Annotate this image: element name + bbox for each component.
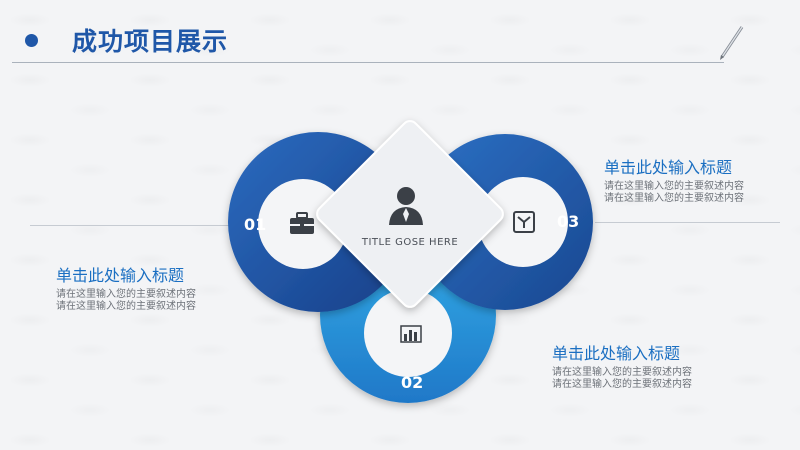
person-icon — [389, 187, 423, 225]
text-block-03: 单击此处输入标题 请在这里输入您的主要叙述内容 请在这里输入您的主要叙述内容 — [604, 154, 744, 205]
guide-line-left — [30, 225, 245, 226]
center-title: TITLE GOSE HERE — [361, 237, 459, 248]
title-divider — [12, 62, 724, 63]
block-title: 单击此处输入标题 — [604, 158, 733, 177]
text-block-02: 单击此处输入标题 请在这里输入您的主要叙述内容 请在这里输入您的主要叙述内容 — [552, 340, 692, 391]
text-block-01: 单击此处输入标题 请在这里输入您的主要叙述内容 请在这里输入您的主要叙述内容 — [56, 262, 196, 313]
title-bullet — [25, 34, 38, 47]
block-line: 请在这里输入您的主要叙述内容 — [604, 181, 744, 192]
block-line: 请在这里输入您的主要叙述内容 — [604, 193, 744, 204]
item-number: 02 — [401, 373, 424, 392]
block-line: 请在这里输入您的主要叙述内容 — [552, 367, 692, 378]
block-line: 请在这里输入您的主要叙述内容 — [56, 289, 196, 300]
clock-icon — [513, 211, 535, 233]
page-title: 成功项目展示 — [72, 27, 229, 56]
block-line: 请在这里输入您的主要叙述内容 — [56, 301, 196, 312]
bar-chart-icon — [400, 325, 422, 343]
item-number: 01 — [244, 215, 267, 234]
briefcase-icon — [290, 212, 314, 234]
block-line: 请在这里输入您的主要叙述内容 — [552, 379, 692, 390]
block-title: 单击此处输入标题 — [552, 344, 681, 363]
block-title: 单击此处输入标题 — [56, 266, 185, 285]
pen-icon — [720, 26, 744, 60]
item-number: 03 — [557, 212, 580, 231]
guide-line-right — [595, 222, 780, 223]
